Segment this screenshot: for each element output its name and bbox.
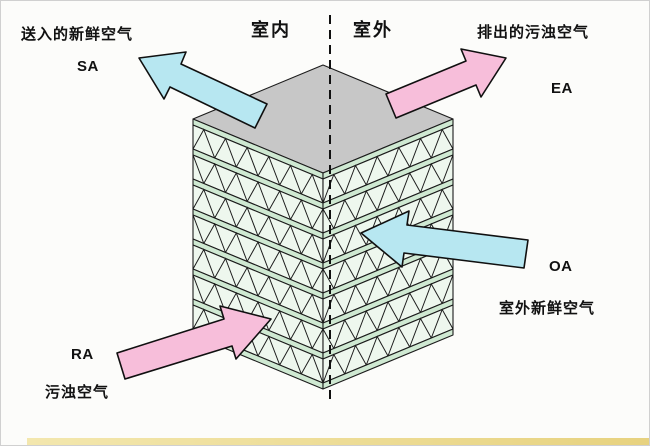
oa-flow-label: 室外新鲜空气: [499, 300, 596, 317]
sa-arrow: [138, 51, 268, 129]
outdoor-label: 室外: [353, 20, 393, 40]
ra-flow-label: 污浊空气: [45, 384, 110, 401]
sa-flow-label: 送入的新鲜空气: [21, 26, 134, 43]
ea-code: EA: [551, 80, 573, 97]
sa-code: SA: [77, 58, 99, 75]
ea-arrow: [385, 48, 507, 119]
indoor-label: 室内: [251, 20, 291, 40]
ea-flow-label: 排出的污浊空气: [477, 24, 590, 41]
scan-edge-artifact: [27, 438, 649, 445]
bottom-plate-right-face: [322, 328, 454, 390]
ra-arrow: [116, 305, 272, 380]
ra-code: RA: [71, 346, 94, 363]
oa-arrow: [360, 210, 529, 269]
oa-code: OA: [549, 258, 573, 275]
